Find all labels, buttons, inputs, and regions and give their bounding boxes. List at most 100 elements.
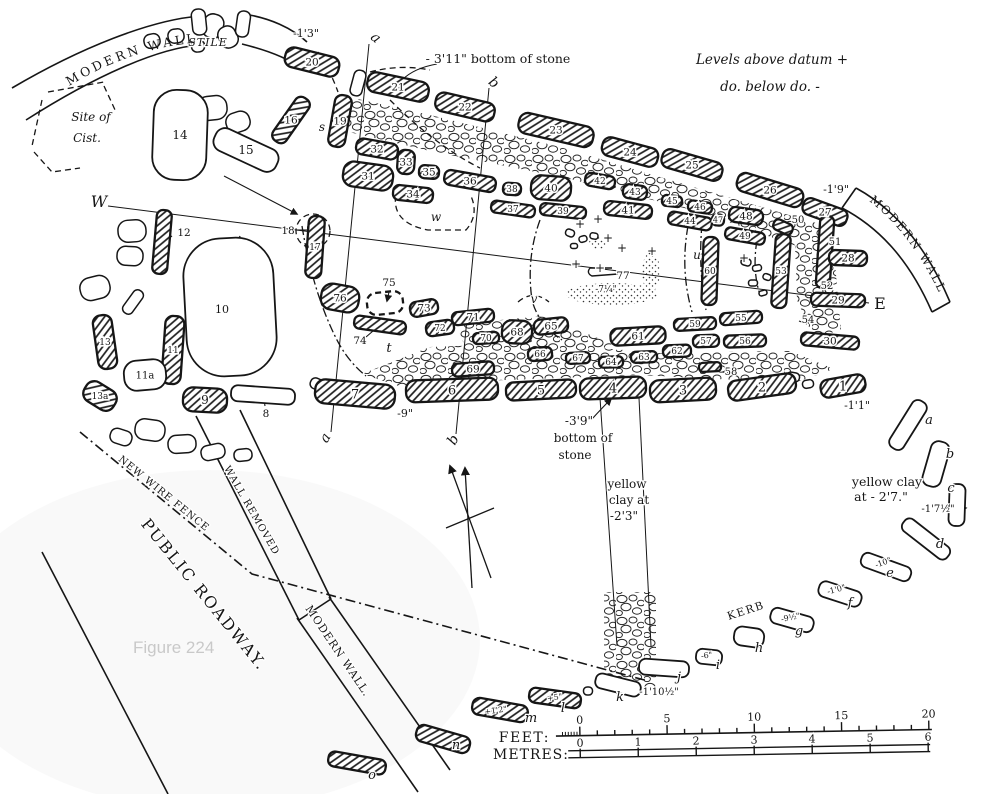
stone-number: 9 xyxy=(201,393,209,407)
stone-number: 13 xyxy=(99,338,111,348)
stone-number: 26 xyxy=(763,185,777,197)
stone-number: 61 xyxy=(631,331,644,343)
annotation: stone xyxy=(558,448,591,462)
stone-number: 11 xyxy=(167,346,178,356)
stone-number: 32 xyxy=(370,144,383,156)
stone xyxy=(326,750,388,776)
section-line-a xyxy=(330,43,370,433)
roadway-far-edge xyxy=(41,551,169,794)
annotation: yellow clay xyxy=(851,474,923,489)
small-stone xyxy=(740,257,752,267)
stone-number: 2 xyxy=(758,380,766,395)
stone xyxy=(151,208,173,276)
stone-number: 67 xyxy=(572,354,584,364)
annotation: 58 xyxy=(725,367,738,378)
plus-mark: + xyxy=(603,231,613,245)
stone-71 xyxy=(450,307,496,327)
plus-mark: + xyxy=(575,217,585,231)
metre-tick-label: 4 xyxy=(808,733,815,746)
stone xyxy=(230,384,296,406)
plus-mark: + xyxy=(739,251,749,265)
stone-38 xyxy=(501,181,523,197)
annotation: l xyxy=(561,701,565,716)
stone xyxy=(817,580,863,608)
stone-number: 1 xyxy=(839,379,847,394)
stone-25 xyxy=(660,148,724,182)
stone-55 xyxy=(718,309,764,327)
stone-number: 6 xyxy=(448,383,456,398)
stone xyxy=(365,289,405,317)
stone-53 xyxy=(770,232,792,310)
metre-tick-label: 5 xyxy=(866,732,873,745)
stone-13 xyxy=(91,313,119,371)
stone-24 xyxy=(600,136,660,168)
stone-number: 64 xyxy=(605,358,617,368)
stone-number: 39 xyxy=(557,207,569,217)
stone-number: 13a xyxy=(92,392,109,402)
metre-tick-label: 6 xyxy=(924,731,931,744)
small-stone xyxy=(801,378,815,390)
stone xyxy=(771,218,795,236)
stone-number: 14 xyxy=(172,128,188,142)
stone-11a xyxy=(122,358,168,392)
stone-number: 35 xyxy=(422,167,435,179)
stone-35 xyxy=(417,164,441,180)
stone-number: 45 xyxy=(666,197,678,207)
stone-73 xyxy=(408,298,440,318)
stone xyxy=(470,696,530,724)
small-stone xyxy=(143,32,161,50)
small-stone xyxy=(190,8,208,36)
stone-42 xyxy=(583,171,617,191)
stone-number: 46 xyxy=(694,203,706,213)
annotation: -3'9" xyxy=(565,414,593,428)
small-stone xyxy=(569,242,579,250)
stone-36 xyxy=(442,168,498,194)
small-stone xyxy=(190,39,206,53)
stone-number: 48 xyxy=(739,211,752,223)
annotation: v xyxy=(531,292,538,306)
stone-number: 63 xyxy=(638,353,650,363)
annotation: w xyxy=(431,210,442,224)
stone-11 xyxy=(160,314,186,386)
annotation: 18 xyxy=(281,225,294,237)
stone-44 xyxy=(666,210,714,232)
stone-48 xyxy=(727,205,765,227)
small-stone xyxy=(751,263,763,273)
stone xyxy=(859,551,913,583)
stone-1 xyxy=(819,373,867,399)
stone-number: 24 xyxy=(623,147,637,159)
stone-number: 15 xyxy=(238,143,253,157)
stone-number: 41 xyxy=(621,205,634,217)
stone-number: 66 xyxy=(534,350,546,360)
annotation: +5" xyxy=(546,692,563,703)
stone-number: 68 xyxy=(510,327,523,339)
annotation: a xyxy=(367,29,384,47)
annotation: +1'2" xyxy=(484,704,508,716)
stone-number: 40 xyxy=(544,183,557,195)
modern-wall-top-edge xyxy=(11,15,201,89)
annotation: bottom of xyxy=(554,431,614,445)
stone-66 xyxy=(526,345,554,363)
stone xyxy=(414,723,472,755)
annotation: -1'1" xyxy=(844,399,870,412)
legend-line-2: do. below do. - xyxy=(720,79,820,95)
feet-tick-label: 5 xyxy=(663,712,670,725)
annotation: j xyxy=(674,670,681,685)
stone-26 xyxy=(735,171,805,209)
stone-28 xyxy=(827,248,869,268)
stone xyxy=(352,314,408,336)
stone-32 xyxy=(354,137,400,161)
stone-number: 7 xyxy=(351,387,359,402)
annotation: o xyxy=(368,768,376,783)
annotation: KERB xyxy=(726,599,767,623)
stone-13a xyxy=(82,380,118,412)
stone-56 xyxy=(722,333,768,349)
annotation: h xyxy=(755,641,763,656)
north-arrows xyxy=(445,464,495,589)
annotation: 10 xyxy=(215,303,229,316)
stone-15 xyxy=(212,127,280,173)
annotation: s xyxy=(319,120,325,134)
stone xyxy=(769,606,815,634)
